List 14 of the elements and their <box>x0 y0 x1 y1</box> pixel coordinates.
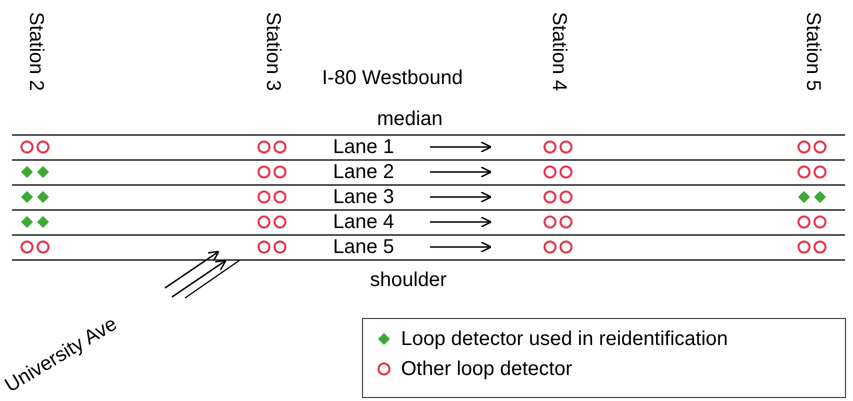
lane-label: Lane 3 <box>333 187 394 207</box>
lane-label: Lane 5 <box>333 237 394 257</box>
station-label: Station 4 <box>549 12 569 91</box>
station-label: Station 5 <box>803 12 823 91</box>
road-title: I-80 Westbound <box>322 68 463 88</box>
station-label: Station 2 <box>26 12 46 91</box>
station-label: Station 3 <box>263 12 283 91</box>
lane-label: Lane 1 <box>333 137 394 157</box>
shoulder-label: shoulder <box>370 270 447 290</box>
legend-text: Other loop detector <box>401 359 572 379</box>
lane-label: Lane 2 <box>333 162 394 182</box>
median-label: median <box>377 109 443 129</box>
legend-text: Loop detector used in reidentification <box>401 329 728 349</box>
lane-label: Lane 4 <box>333 212 394 232</box>
